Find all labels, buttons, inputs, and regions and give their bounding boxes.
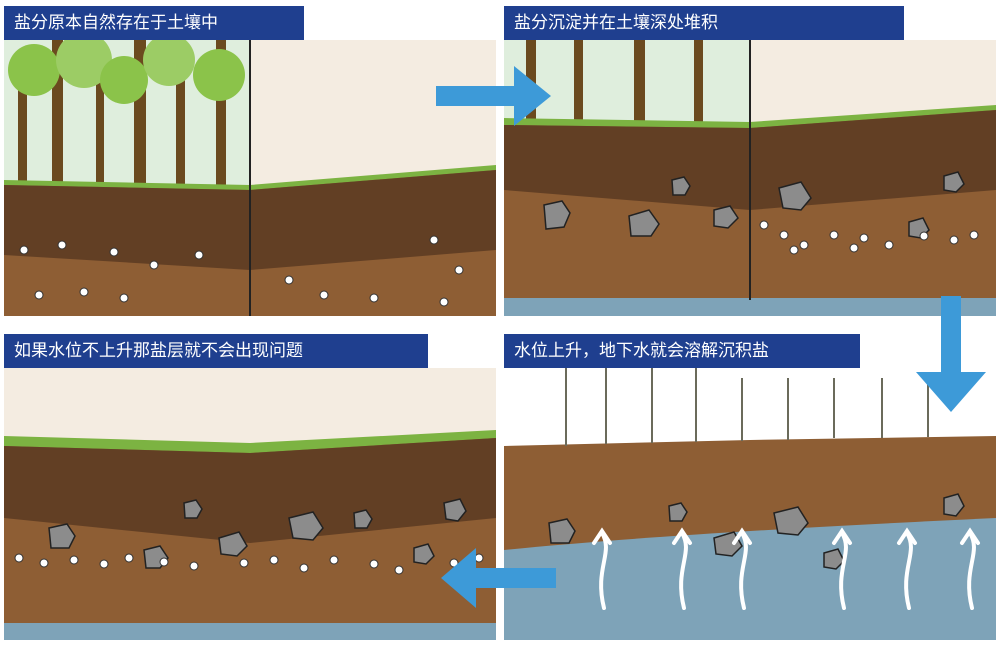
arrow-down-icon — [916, 296, 986, 412]
panel-1-title: 盐分原本自然存在于土壤中 — [4, 6, 304, 40]
panel-1-illustration — [4, 40, 496, 316]
panel-no-rise — [4, 368, 496, 640]
reed-icon — [565, 368, 929, 446]
panel-3-title: 如果水位不上升那盐层就不会出现问题 — [4, 334, 428, 368]
upward-arrow-icon — [592, 527, 980, 610]
arrow-right-icon — [436, 66, 551, 126]
rock-icon — [548, 493, 965, 570]
panel-water-rise — [504, 368, 996, 640]
salt-crystal-icon — [14, 553, 484, 575]
panel-salt-natural: 盐分原本自然存在于土壤中 — [4, 40, 496, 316]
salt-crystal-icon — [759, 220, 979, 255]
panel-4-illustration — [504, 368, 996, 640]
tree-icon — [8, 40, 245, 190]
salt-crystal-icon — [19, 235, 464, 307]
rock-icon — [48, 498, 467, 569]
rock-icon — [543, 171, 965, 239]
panel-3-illustration — [4, 368, 496, 640]
panel-2-illustration — [504, 40, 996, 316]
arrow-left-icon — [441, 548, 556, 608]
panel-4-title: 水位上升，地下水就会溶解沉积盐 — [504, 334, 860, 368]
panel-2-title: 盐分沉淀并在土壤深处堆积 — [504, 6, 904, 40]
panel-salt-accumulate — [504, 40, 996, 316]
